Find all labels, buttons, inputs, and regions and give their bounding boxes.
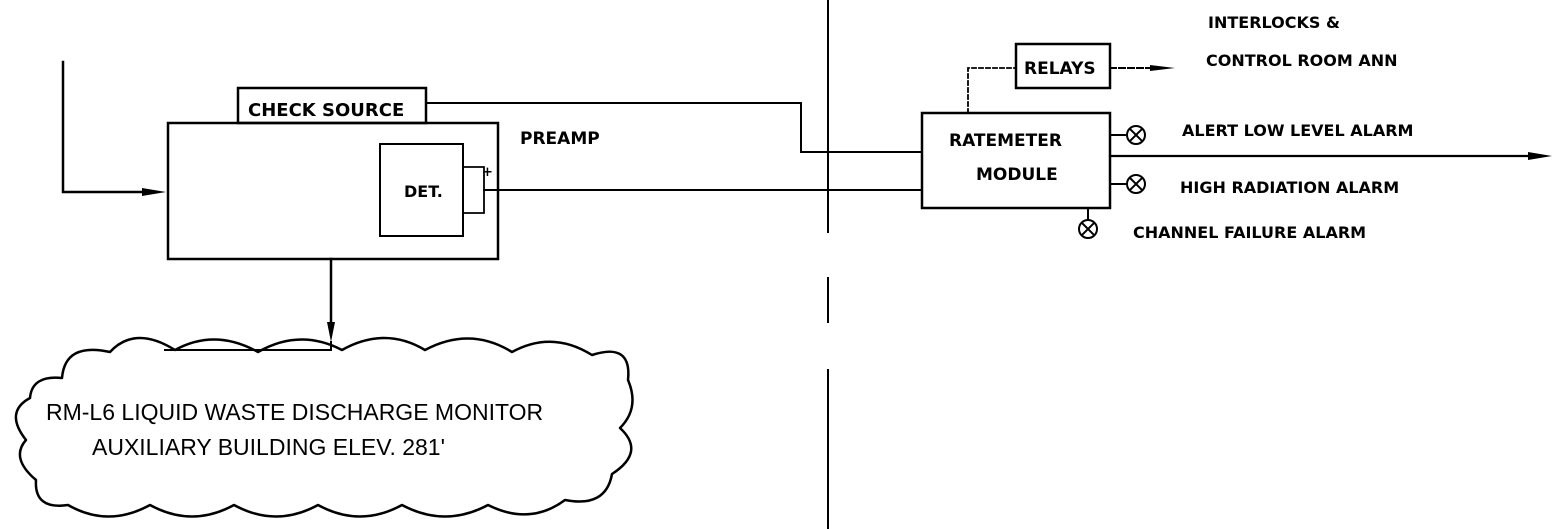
- high-radiation-alarm-label: HIGH RADIATION ALARM: [1180, 178, 1399, 197]
- channel-failure-alarm-lamp-icon: [1078, 219, 1098, 239]
- cloud-label-line1: RM-L6 LIQUID WASTE DISCHARGE MONITOR: [46, 399, 543, 425]
- drain-arrow: [327, 322, 335, 342]
- relay-output-arrow: [1150, 65, 1175, 71]
- inlet-line: [61, 60, 144, 194]
- relay-feed-line: [967, 67, 1017, 114]
- detector-plus-sign: +: [482, 165, 493, 180]
- output-signal-arrow: [1528, 152, 1552, 160]
- alert-alarm-label: ALERT LOW LEVEL ALARM: [1182, 121, 1413, 140]
- interlocks-label-line1: INTERLOCKS &: [1208, 13, 1340, 32]
- detector-lead: [462, 166, 485, 214]
- relays-box: [1014, 42, 1112, 90]
- location-cloud: [14, 336, 634, 518]
- alert-alarm-lamp-icon: [1126, 125, 1146, 145]
- ratemeter-module-box: [920, 111, 1112, 210]
- high-radiation-alarm-lamp-icon: [1126, 174, 1146, 194]
- cloud-label-line2: AUXILIARY BUILDING ELEV. 281': [92, 434, 445, 460]
- ratemeter-label-line1: RATEMETER: [949, 131, 1062, 151]
- interlocks-label-line2: CONTROL ROOM ANN: [1206, 51, 1398, 70]
- detector-label: DET.: [404, 182, 443, 201]
- check-source-signal-line: [425, 102, 923, 153]
- inlet-arrow: [142, 188, 166, 196]
- ratemeter-label-line2: MODULE: [976, 165, 1058, 185]
- preamp-label: PREAMP: [520, 129, 600, 149]
- channel-failure-alarm-label: CHANNEL FAILURE ALARM: [1133, 223, 1366, 242]
- check-source-label: CHECK SOURCE: [248, 100, 404, 121]
- detector-box: [379, 143, 464, 237]
- relays-label: RELAYS: [1024, 59, 1096, 79]
